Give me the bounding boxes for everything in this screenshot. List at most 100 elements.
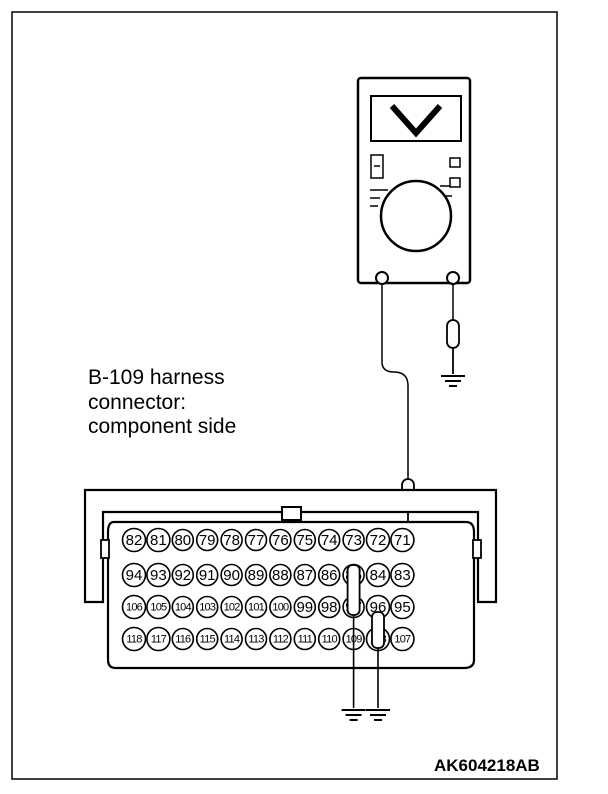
pin-circle [220, 528, 243, 552]
connector-pin: 95 [390, 594, 415, 620]
connector-pin: 90 [220, 563, 243, 587]
connector-pin: 76 [269, 528, 292, 552]
pin-circle [342, 528, 365, 552]
pin-circle [293, 595, 317, 619]
pin-number: 88 [272, 567, 289, 584]
pin-circle [244, 563, 268, 587]
ground-icon [366, 709, 390, 721]
connector-pin: 98 [317, 595, 341, 619]
pin-number: 90 [223, 567, 240, 584]
connector-pin: 115 [195, 627, 219, 651]
connector-side-tab [472, 539, 482, 559]
pin-number: 118 [126, 634, 142, 646]
pin-number: 72 [370, 532, 387, 549]
pin-number: 83 [394, 567, 411, 584]
pin-circle [244, 595, 268, 619]
pin-circle [220, 627, 243, 651]
pin-circle [390, 594, 415, 620]
pin-circle [390, 626, 415, 652]
pin-number: 101 [248, 602, 265, 614]
pin-number: 100 [272, 602, 289, 614]
connector-housing [83, 488, 498, 604]
connector-pin: 105 [146, 594, 171, 620]
pin-number: 117 [151, 634, 167, 646]
pin-circle [390, 527, 415, 553]
pin-number: 77 [248, 532, 265, 549]
pin-circle [317, 528, 341, 552]
pin-number: 75 [296, 532, 313, 549]
probe-body [371, 611, 385, 649]
connector-pin: 84 [365, 562, 391, 588]
ground-probes [341, 564, 390, 721]
pin-number: 96 [370, 599, 387, 616]
pin-circle [269, 528, 292, 552]
pin-circle [390, 562, 415, 588]
ground-icon [341, 709, 366, 721]
pin-number: 86 [321, 567, 338, 584]
connector-pin: 78 [220, 528, 243, 552]
pin-number: 107 [394, 634, 411, 646]
pin-number: 99 [296, 599, 313, 616]
connector-pin: 72 [365, 527, 391, 553]
pin-circle [269, 627, 292, 651]
pin-circle [195, 627, 219, 651]
connector-pin: 110 [317, 627, 341, 651]
pin-number: 115 [200, 634, 216, 646]
connector-side-tab [100, 539, 110, 559]
pin-circle [121, 562, 147, 588]
pin-circle [195, 563, 219, 587]
pin-number: 116 [175, 634, 191, 646]
pin-number: 94 [126, 567, 143, 584]
connector-pin: 87 [293, 563, 317, 587]
figure-id: AK604218AB [434, 756, 540, 775]
pin-circle [317, 563, 341, 587]
connector-pin: 74 [317, 528, 341, 552]
pin-number: 110 [322, 634, 338, 646]
voltmeter-indicator [449, 177, 461, 188]
voltmeter-icon [356, 76, 472, 285]
connector-pin: 116 [171, 627, 195, 651]
pin-number: 112 [273, 634, 289, 646]
pin-number: 78 [223, 532, 240, 549]
pin-circle [317, 595, 341, 619]
ground-icon [441, 375, 465, 387]
voltmeter-mode-lines [370, 189, 388, 207]
connector-pin: 89 [244, 563, 268, 587]
connector-pin: 102 [220, 595, 243, 619]
pin-circle [365, 527, 391, 553]
pin-circle [121, 527, 147, 553]
pin-circle [146, 527, 171, 553]
pin-circle [146, 626, 171, 652]
pin-number: 102 [224, 602, 241, 614]
diagram-border [11, 11, 558, 780]
pin-circle [171, 627, 195, 651]
ground-probe [341, 564, 366, 721]
pin-circle [293, 528, 317, 552]
connector-pin: 104 [171, 595, 195, 619]
connector-pin: 73 [342, 528, 365, 552]
pin-number: 79 [199, 532, 216, 549]
ground-probe [366, 611, 390, 721]
pin-number: 111 [298, 634, 313, 646]
connector-pin: 117 [146, 626, 171, 652]
connector-label-line: connector: [88, 391, 186, 414]
connector-pin: 106 [121, 594, 147, 620]
connector-pin: 80 [171, 528, 195, 552]
connector-pin: 86 [317, 563, 341, 587]
connector-pin: 83 [390, 562, 415, 588]
connector-pin: 103 [195, 595, 219, 619]
connector-pin: 88 [269, 563, 292, 587]
connector-label-line: B-109 harness [88, 366, 225, 389]
connector-pin: 111 [293, 627, 317, 651]
connector-pin: 113 [244, 627, 268, 651]
pin-circle [293, 563, 317, 587]
negative-probe [446, 319, 460, 349]
pin-circle [146, 594, 171, 620]
pin-circle [195, 528, 219, 552]
connector-pin: 118 [121, 626, 147, 652]
pin-circle [220, 595, 243, 619]
connector-pin: 82 [121, 527, 147, 553]
connector-pin: 81 [146, 527, 171, 553]
